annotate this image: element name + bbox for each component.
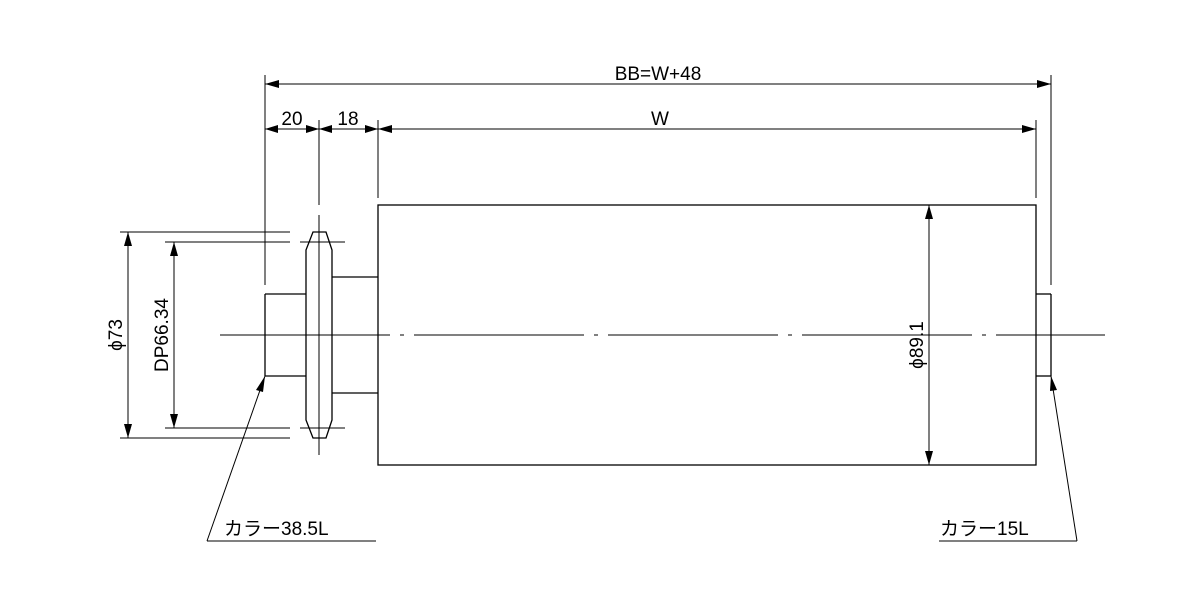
flange-width-dimension: 20 — [265, 109, 319, 133]
flange-width-label: 20 — [281, 109, 302, 130]
right-collar — [1036, 293, 1052, 377]
roller-body — [377, 204, 1037, 466]
hub-width-label: 18 — [337, 109, 358, 130]
pitch-dia-label: DP66.34 — [152, 298, 173, 372]
left-collar-leader: カラー38.5L — [206, 375, 376, 542]
width-w-label: W — [651, 109, 669, 130]
overall-length-dimension: BB=W+48 — [265, 64, 1051, 88]
width-w-dimension: W — [378, 109, 1036, 133]
left-collar-label: カラー38.5L — [224, 519, 329, 540]
sprocket — [300, 215, 345, 455]
sprocket-outer-dia-dimension: ϕ73 — [106, 232, 132, 438]
overall-length-label: BB=W+48 — [615, 64, 702, 85]
pitch-dia-dimension: DP66.34 — [152, 242, 178, 428]
right-collar-leader: カラー15L — [939, 375, 1078, 542]
extension-lines — [264, 75, 1052, 285]
roller-dia-dimension: ϕ89.1 — [907, 205, 933, 465]
roller-dia-label: ϕ89.1 — [907, 321, 928, 369]
extension-lines-left — [120, 231, 290, 439]
sprocket-outer-dia-label: ϕ73 — [106, 319, 127, 351]
left-hub — [332, 276, 378, 394]
left-collar — [264, 293, 306, 377]
right-collar-label: カラー15L — [940, 519, 1029, 540]
hub-width-dimension: 18 — [319, 109, 378, 133]
